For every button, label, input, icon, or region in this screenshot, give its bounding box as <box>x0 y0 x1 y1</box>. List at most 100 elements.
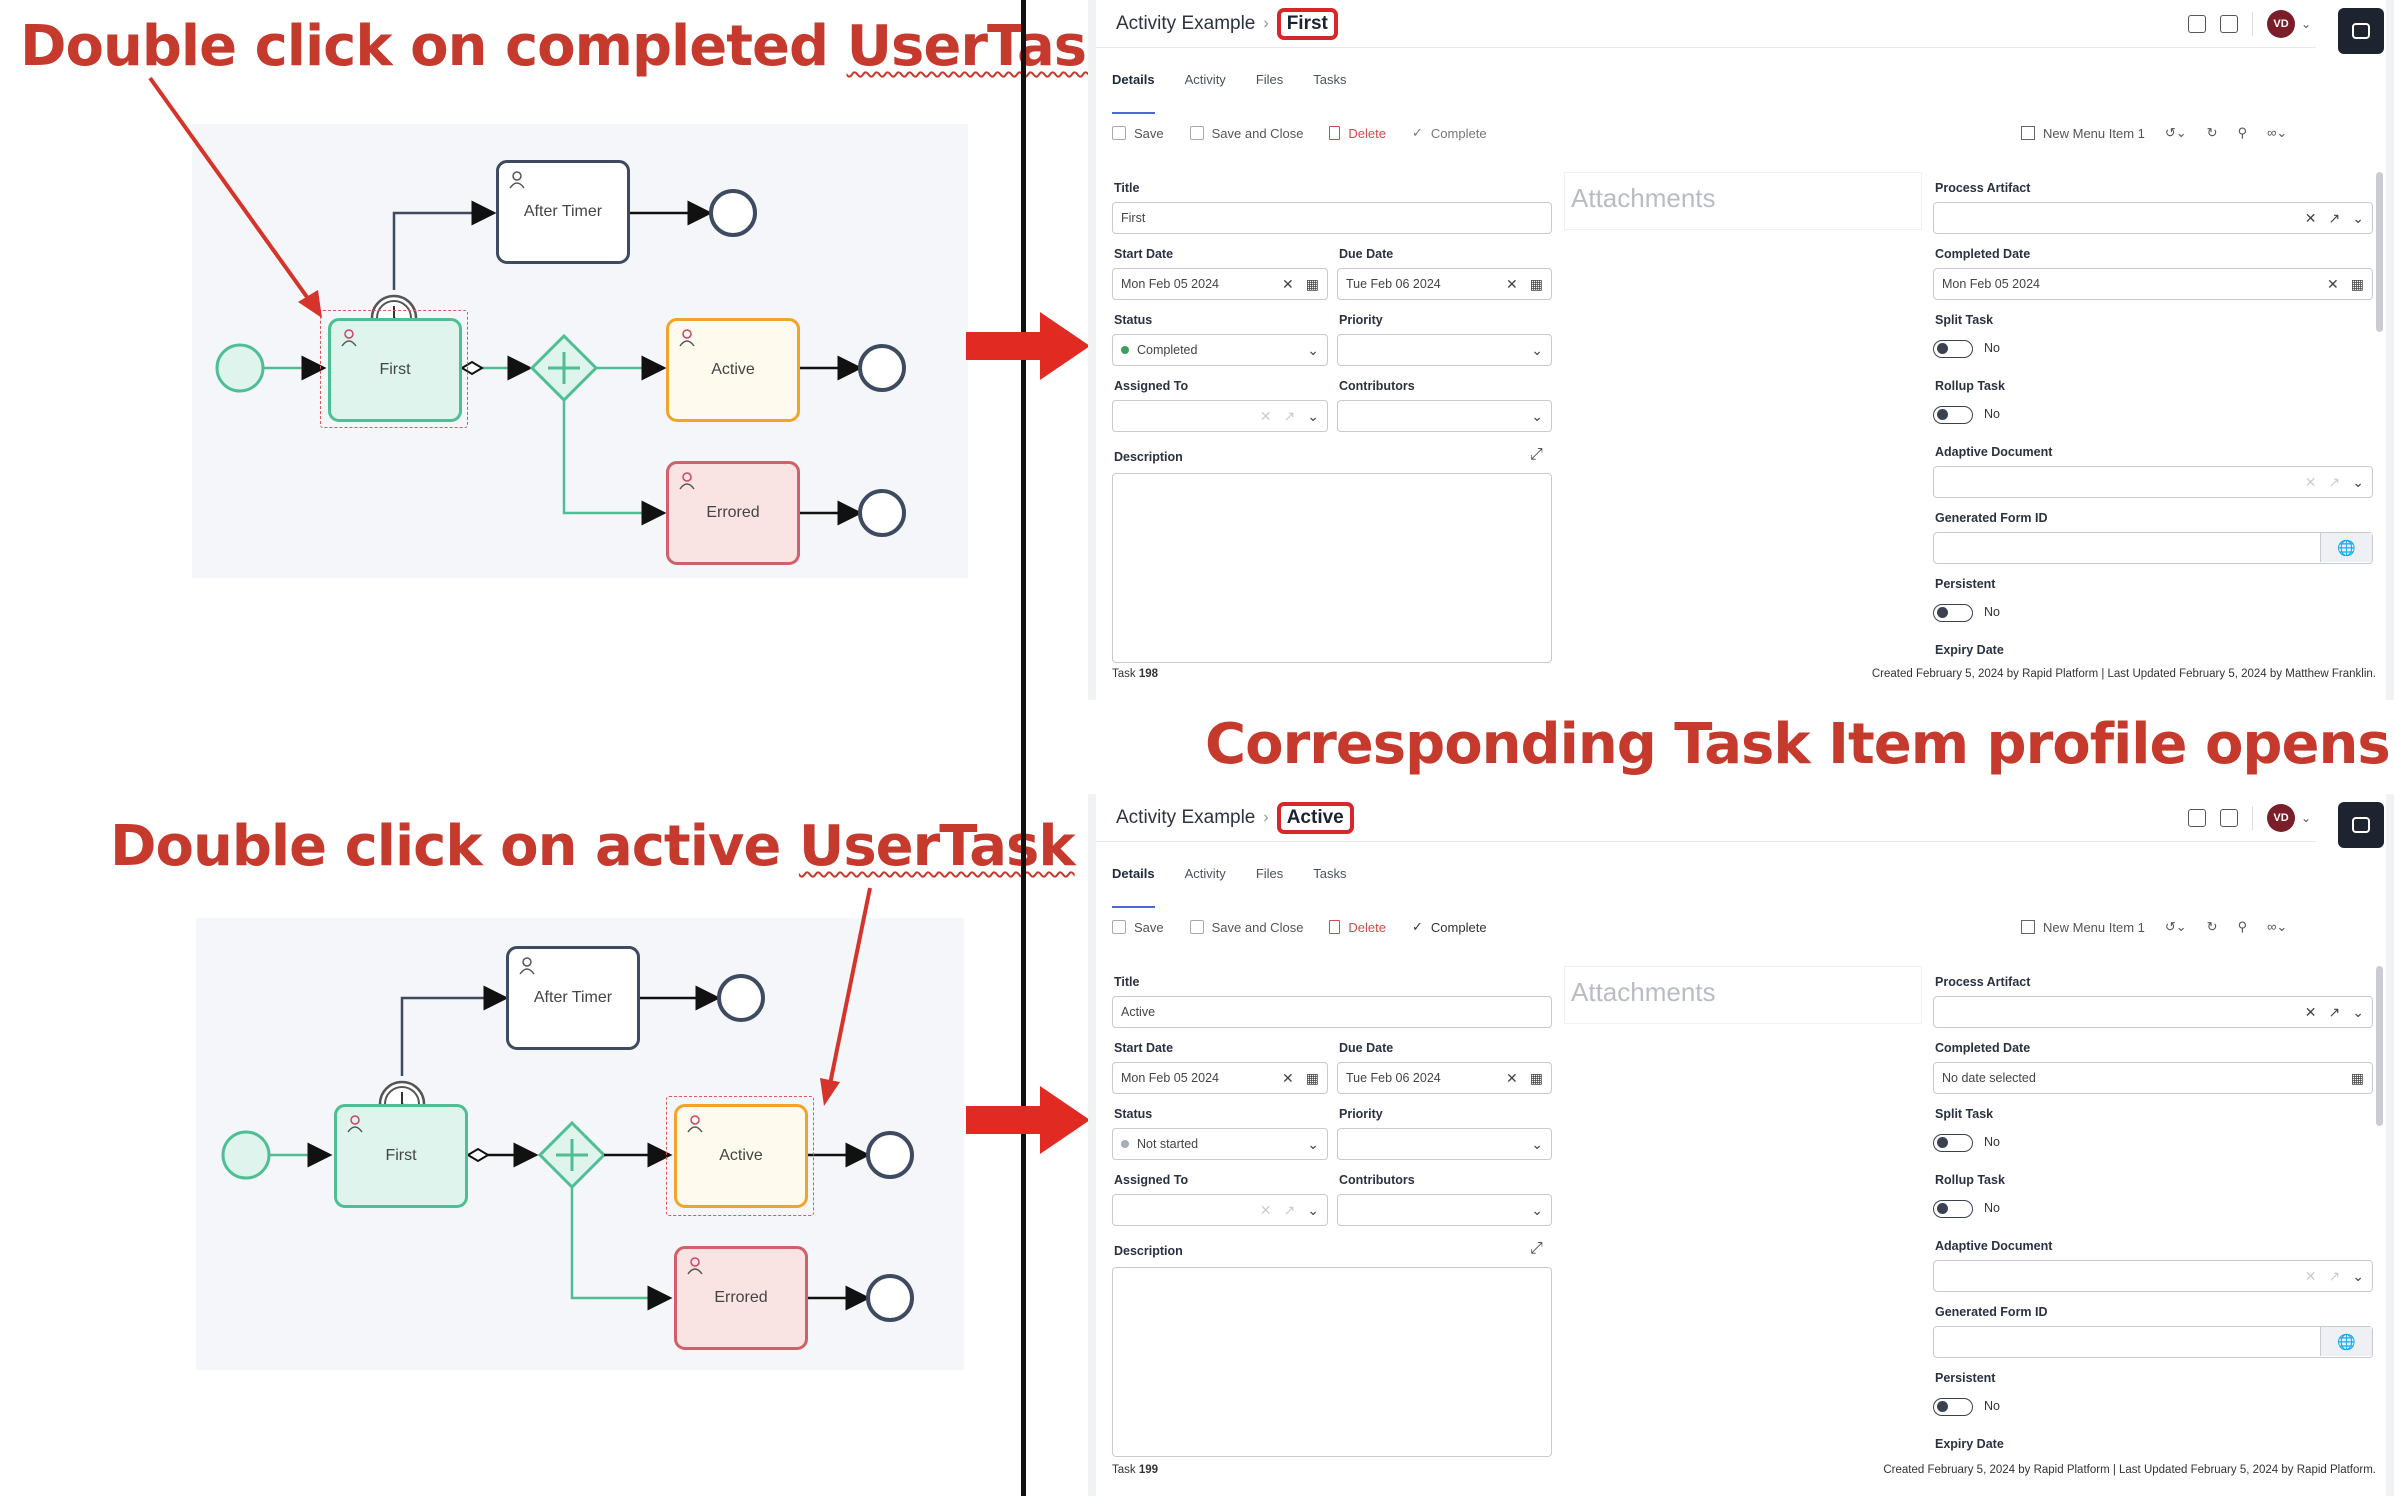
calendar-icon[interactable]: ▦ <box>1529 1070 1543 1086</box>
tab-details[interactable]: Details <box>1112 72 1155 114</box>
due-date-picker[interactable]: Tue Feb 06 2024✕▦ <box>1337 1062 1552 1094</box>
copy-icon[interactable] <box>2188 15 2206 33</box>
usertask-errored[interactable]: Errored <box>674 1246 808 1350</box>
close-icon[interactable]: ✕ <box>2304 1004 2317 1020</box>
rollup-task-toggle[interactable] <box>1933 406 1973 424</box>
link-icon[interactable]: ∞⌄ <box>2267 919 2288 934</box>
save-button[interactable]: Save <box>1112 126 1164 141</box>
assigned-to-select[interactable]: ✕↗⌄ <box>1112 1194 1328 1226</box>
open-icon[interactable]: ↗ <box>2328 1268 2341 1284</box>
chevron-down-icon[interactable]: ⌄ <box>2352 474 2364 490</box>
assistant-button[interactable] <box>2338 8 2384 54</box>
persistent-toggle[interactable] <box>1933 604 1973 622</box>
calendar-icon[interactable]: ▦ <box>1305 276 1319 292</box>
close-icon[interactable]: ✕ <box>1506 276 1518 292</box>
status-select[interactable]: Completed⌄ <box>1112 334 1328 366</box>
save-button[interactable]: Save <box>1112 920 1164 935</box>
tab-tasks[interactable]: Tasks <box>1313 866 1347 881</box>
save-and-close-button[interactable]: Save and Close <box>1189 126 1303 141</box>
avatar[interactable]: VD <box>2267 10 2295 38</box>
delete-button[interactable]: Delete <box>1329 920 1386 935</box>
completed-date-picker[interactable]: No date selected▦ <box>1933 1062 2373 1094</box>
priority-select[interactable]: ⌄ <box>1337 1128 1552 1160</box>
end-event[interactable] <box>717 974 765 1022</box>
split-task-toggle[interactable] <box>1933 1134 1973 1152</box>
tab-activity[interactable]: Activity <box>1184 72 1226 87</box>
expand-icon[interactable]: ⤢ <box>1530 446 1543 463</box>
tab-activity[interactable]: Activity <box>1184 866 1226 881</box>
delete-button[interactable]: Delete <box>1329 126 1386 141</box>
tab-files[interactable]: Files <box>1255 866 1284 881</box>
completed-date-picker[interactable]: Mon Feb 05 2024✕▦ <box>1933 268 2373 300</box>
rollup-task-toggle[interactable] <box>1933 1200 1973 1218</box>
copy-icon[interactable] <box>2188 809 2206 827</box>
complete-button[interactable]: ✓Complete <box>1412 125 1487 141</box>
avatar[interactable]: VD <box>2267 804 2295 832</box>
start-date-picker[interactable]: Mon Feb 05 2024✕▦ <box>1112 268 1328 300</box>
start-event[interactable] <box>221 1130 271 1180</box>
calendar-icon[interactable]: ▦ <box>2350 276 2364 292</box>
start-date-picker[interactable]: Mon Feb 05 2024✕▦ <box>1112 1062 1328 1094</box>
breadcrumb-root[interactable]: Activity Example <box>1116 12 1256 34</box>
end-event[interactable] <box>866 1131 914 1179</box>
close-icon[interactable]: ✕ <box>2304 1268 2317 1284</box>
assigned-to-select[interactable]: ✕↗⌄ <box>1112 400 1328 432</box>
tab-files[interactable]: Files <box>1255 72 1284 87</box>
close-icon[interactable]: ✕ <box>1282 1070 1294 1086</box>
chevron-down-icon[interactable]: ⌄ <box>2301 17 2312 31</box>
close-icon[interactable]: ✕ <box>2304 210 2317 226</box>
calendar-icon[interactable]: ▦ <box>2350 1070 2364 1086</box>
tab-tasks[interactable]: Tasks <box>1313 72 1347 87</box>
persistent-toggle[interactable] <box>1933 1398 1973 1416</box>
close-icon[interactable]: ✕ <box>1259 408 1272 424</box>
globe-icon[interactable]: 🌐 <box>2320 533 2372 562</box>
open-icon[interactable]: ↗ <box>1283 408 1296 424</box>
chevron-down-icon[interactable]: ⌄ <box>2352 1004 2364 1020</box>
title-input[interactable]: First <box>1112 202 1552 234</box>
search-icon[interactable]: ⚲ <box>2237 919 2248 934</box>
end-event[interactable] <box>709 189 757 237</box>
open-icon[interactable]: ↗ <box>1283 1202 1296 1218</box>
refresh-icon[interactable]: ↻ <box>2206 125 2218 140</box>
tab-details[interactable]: Details <box>1112 866 1155 908</box>
usertask-first[interactable]: First <box>328 318 462 422</box>
close-icon[interactable]: ✕ <box>1282 276 1294 292</box>
split-task-toggle[interactable] <box>1933 340 1973 358</box>
usertask-errored[interactable]: Errored <box>666 461 800 565</box>
history-icon[interactable]: ↺⌄ <box>2164 919 2187 934</box>
status-select[interactable]: Not started⌄ <box>1112 1128 1328 1160</box>
attachments-panel[interactable]: Attachments <box>1564 172 1922 230</box>
adaptive-document-select[interactable]: ✕↗⌄ <box>1933 466 2373 498</box>
link-icon[interactable]: ∞⌄ <box>2267 125 2288 140</box>
refresh-icon[interactable]: ↻ <box>2206 919 2218 934</box>
process-artifact-select[interactable]: ✕↗⌄ <box>1933 202 2373 234</box>
end-event[interactable] <box>858 489 906 537</box>
assistant-button[interactable] <box>2338 802 2384 848</box>
close-icon[interactable]: ✕ <box>1506 1070 1518 1086</box>
close-icon[interactable]: ✕ <box>1259 1202 1272 1218</box>
contributors-select[interactable]: ⌄ <box>1337 400 1552 432</box>
chevron-down-icon[interactable]: ⌄ <box>2352 210 2364 226</box>
expand-icon[interactable]: ⤢ <box>1530 1240 1543 1257</box>
attachments-panel[interactable]: Attachments <box>1564 966 1922 1024</box>
title-input[interactable]: Active <box>1112 996 1552 1028</box>
document-icon[interactable] <box>2220 809 2238 827</box>
process-artifact-select[interactable]: ✕ ↗ ⌄ <box>1933 996 2373 1028</box>
usertask-first[interactable]: First <box>334 1104 468 1208</box>
scrollbar[interactable] <box>2376 172 2383 332</box>
priority-select[interactable]: ⌄ <box>1337 334 1552 366</box>
globe-icon[interactable]: 🌐 <box>2320 1327 2372 1356</box>
calendar-icon[interactable]: ▦ <box>1305 1070 1319 1086</box>
end-event[interactable] <box>858 344 906 392</box>
document-icon[interactable] <box>2220 15 2238 33</box>
description-editor[interactable] <box>1112 1267 1552 1457</box>
due-date-picker[interactable]: Tue Feb 06 2024✕▦ <box>1337 268 1552 300</box>
open-icon[interactable]: ↗ <box>2328 1004 2341 1020</box>
close-icon[interactable]: ✕ <box>2304 474 2317 490</box>
save-and-close-button[interactable]: Save and Close <box>1189 920 1303 935</box>
generated-form-id-input[interactable]: 🌐 <box>1933 532 2373 564</box>
complete-button[interactable]: ✓Complete <box>1412 919 1487 935</box>
breadcrumb-root[interactable]: Activity Example <box>1116 806 1256 828</box>
contributors-select[interactable]: ⌄ <box>1337 1194 1552 1226</box>
chevron-down-icon[interactable]: ⌄ <box>2301 811 2312 825</box>
